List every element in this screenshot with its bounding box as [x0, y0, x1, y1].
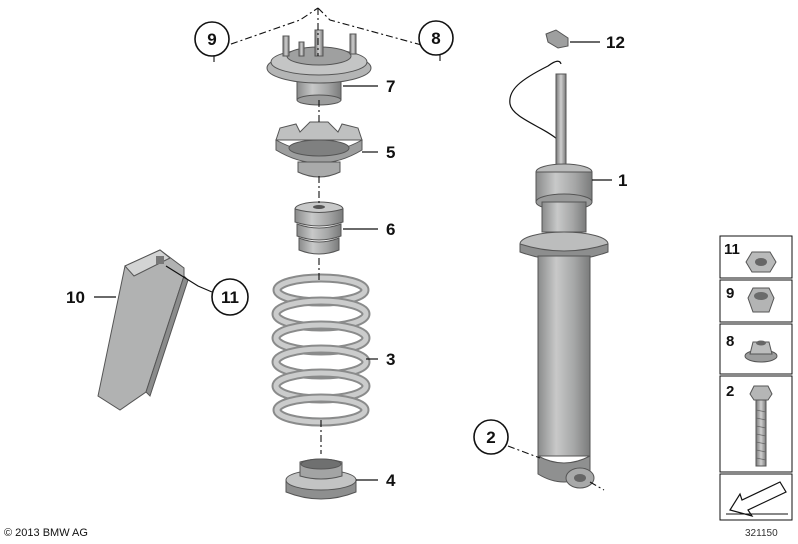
clip-part [545, 29, 569, 49]
callout-5: 5 [386, 143, 395, 162]
callout-12: 12 [606, 33, 625, 52]
svg-text:9: 9 [207, 30, 216, 49]
callout-3: 3 [386, 350, 395, 369]
svg-text:9: 9 [726, 285, 734, 302]
copyright-notice: © 2013 BMW AG [4, 527, 88, 539]
callout-11: 11 [211, 278, 249, 316]
svg-text:11: 11 [724, 241, 740, 258]
callout-2: 2 [473, 419, 509, 455]
bump-stop-part [294, 201, 344, 255]
callout-6: 6 [386, 220, 395, 239]
diagram-id: 321150 [745, 528, 778, 539]
lower-spring-pad-part [285, 458, 357, 500]
svg-text:8: 8 [726, 333, 734, 350]
callout-7: 7 [386, 77, 395, 96]
svg-text:11: 11 [221, 288, 239, 307]
callout-9: 9 [194, 21, 230, 57]
hardware-item-flange-nut: 11 [724, 241, 777, 273]
svg-text:2: 2 [486, 428, 495, 447]
callout-8: 8 [418, 20, 454, 56]
hardware-item-collar-nut: 8 [726, 333, 778, 363]
upper-spring-seat-part [275, 121, 363, 178]
shock-absorber-part [509, 60, 609, 489]
hardware-item-hex-nut: 9 [726, 285, 775, 313]
hardware-item-hex-bolt: 2 [726, 383, 773, 467]
direction-arrow-icon [726, 481, 788, 518]
top-mount-part [266, 29, 372, 106]
svg-text:2: 2 [726, 383, 734, 400]
callout-4: 4 [386, 471, 396, 490]
hardware-panel [719, 235, 793, 521]
callout-10: 10 [66, 288, 85, 307]
bracket-part [97, 249, 189, 411]
callout-1: 1 [618, 171, 627, 190]
coil-spring-part [271, 273, 371, 427]
svg-text:8: 8 [431, 29, 440, 48]
